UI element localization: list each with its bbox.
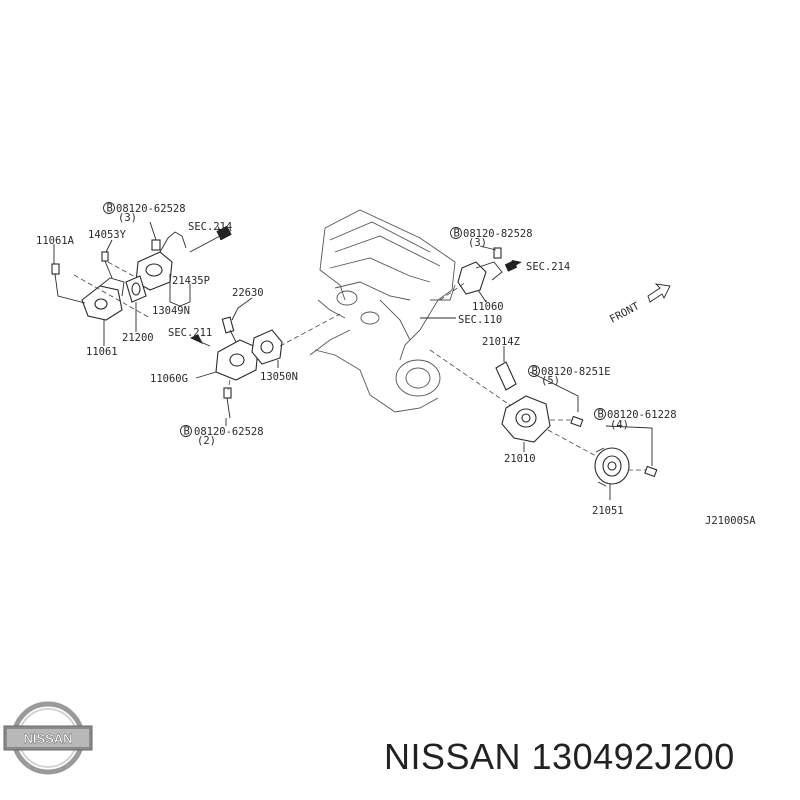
label-14053Y: 14053Y (88, 229, 127, 241)
svg-text:B: B (107, 203, 113, 215)
qty-right: (3) (468, 237, 487, 249)
nissan-logo: NISSAN (3, 701, 93, 775)
bolt-08120-8251E (570, 415, 584, 428)
label-11061: 11061 (86, 346, 118, 358)
bolt-11061A (51, 263, 60, 275)
bolt-code-bottom: 08120-62528 (194, 426, 264, 438)
water-outlet-11060-assembly (439, 247, 522, 303)
thermostat-opening (145, 263, 163, 277)
label-bolt-08120-61228: B 08120-61228 (4) (594, 408, 677, 431)
front-direction-arrow (647, 283, 671, 303)
label-sec214-left: SEC.214 (188, 221, 232, 233)
part-labels: B 08120-62528 (3) SEC.214 11061A 14053Y … (36, 202, 756, 527)
engine-block (309, 209, 456, 413)
label-11060G: 11060G (150, 373, 188, 385)
bolt-08120-82528 (493, 247, 502, 259)
bolt-08120-62528-bottom (223, 387, 232, 399)
sensor-22630 (221, 316, 235, 334)
label-bolt-08120-8251E: B 08120-8251E (5) (528, 365, 611, 387)
bolt-code-top: 08120-62528 (116, 203, 186, 215)
thermostat-housing-assembly (51, 231, 187, 321)
label-13050N: 13050N (260, 371, 298, 383)
label-21200: 21200 (122, 332, 154, 344)
label-11060: 11060 (472, 301, 504, 313)
qty-top: (3) (118, 212, 137, 224)
label-bolt-08120-62528-top: B 08120-62528 (3) (103, 202, 186, 224)
label-sec211: SEC.211 (168, 327, 212, 339)
svg-text:B: B (454, 228, 460, 240)
label-21051: 21051 (592, 505, 624, 517)
bolt-14053Y (101, 251, 109, 262)
label-bolt-08120-62528-bottom: B 08120-62528 (2) (180, 425, 264, 447)
label-bolt-08120-82528: B 08120-82528 (3) (450, 227, 533, 249)
part-number-title: NISSAN 130492J200 (384, 736, 735, 777)
svg-text:NISSAN: NISSAN (23, 731, 72, 746)
water-outlet-11060 (457, 261, 487, 295)
bolt-code-61228: 08120-61228 (607, 409, 677, 421)
qty-5: (5) (541, 375, 560, 387)
water-outlet-assembly-lower (190, 313, 341, 419)
bolt-code-8251E: 08120-8251E (541, 366, 611, 378)
label-13049N: 13049N (152, 305, 190, 317)
label-21014Z: 21014Z (482, 336, 520, 348)
label-sec214-right: SEC.214 (526, 261, 570, 273)
label-sec110: SEC.110 (458, 314, 502, 326)
label-21435P: 21435P (172, 275, 210, 287)
bolt-08120-61228 (644, 465, 658, 478)
gasket-21014Z (495, 361, 517, 391)
bolt-08120-62528-top (151, 239, 161, 251)
bolt-code-right: 08120-82528 (463, 228, 533, 240)
sec214-left-arrow (189, 225, 232, 253)
qty-bottom: (2) (197, 435, 216, 447)
svg-text:B: B (532, 366, 538, 378)
diagram-code: J21000SA (705, 515, 756, 527)
label-22630: 22630 (232, 287, 264, 299)
qty-4: (4) (610, 419, 629, 431)
water-pump-assembly (429, 349, 658, 500)
svg-text:B: B (598, 409, 604, 421)
svg-text:B: B (184, 426, 190, 438)
label-21010: 21010 (504, 453, 536, 465)
leader-lines (53, 221, 525, 452)
label-front: FRONT (608, 300, 642, 326)
label-11061A: 11061A (36, 235, 75, 247)
